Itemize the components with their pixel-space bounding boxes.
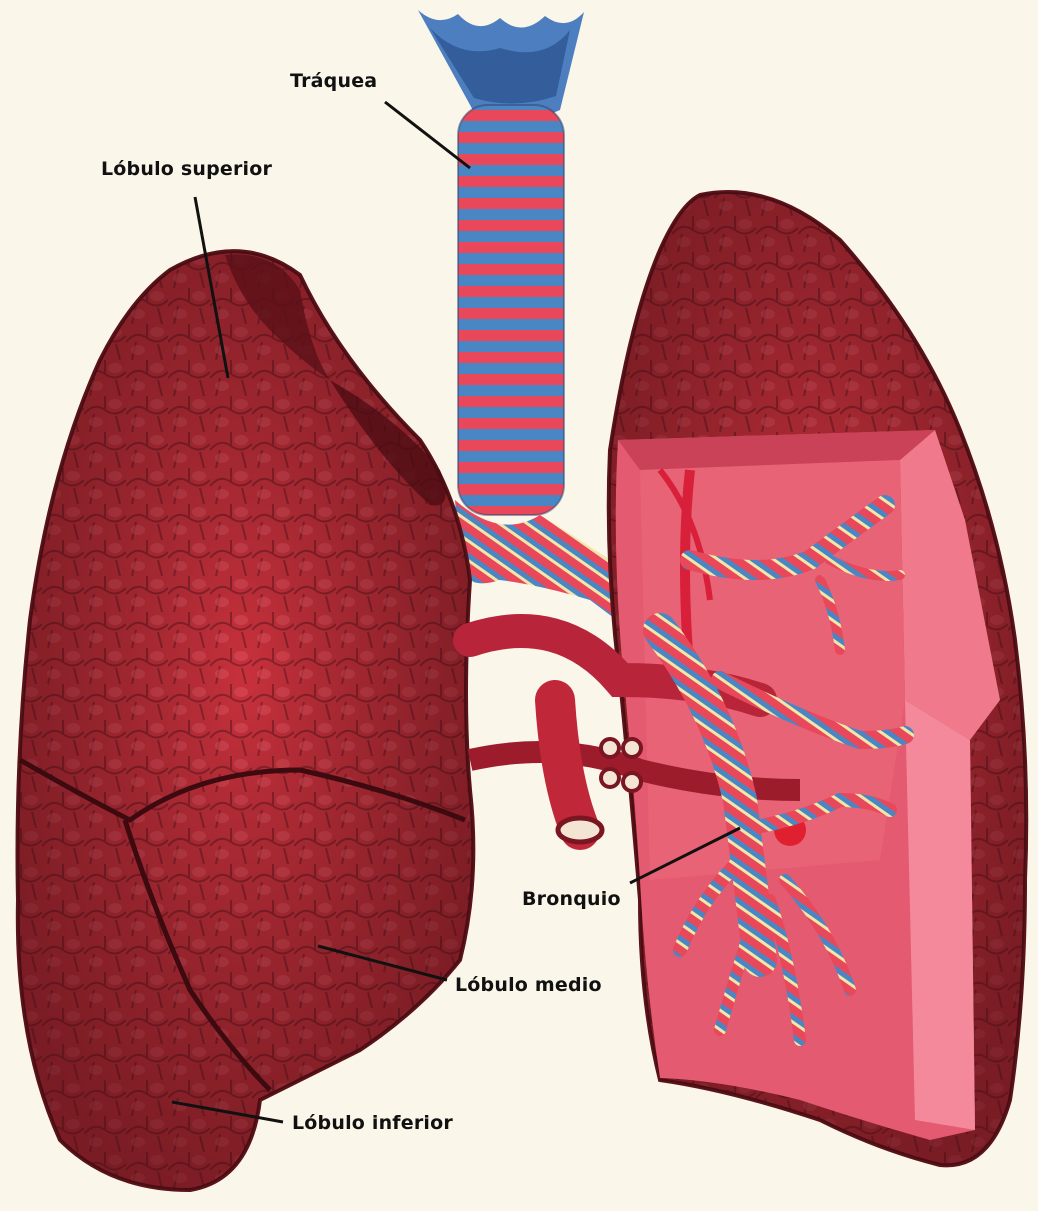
label-bronchus: Bronquio	[522, 888, 621, 910]
label-middle-lobe: Lóbulo medio	[455, 974, 602, 996]
label-trachea: Tráquea	[290, 70, 377, 92]
label-upper-lobe: Lóbulo superior	[101, 158, 272, 180]
larynx	[418, 10, 584, 120]
label-lower-lobe: Lóbulo inferior	[292, 1112, 453, 1134]
trachea-shape	[458, 105, 564, 515]
